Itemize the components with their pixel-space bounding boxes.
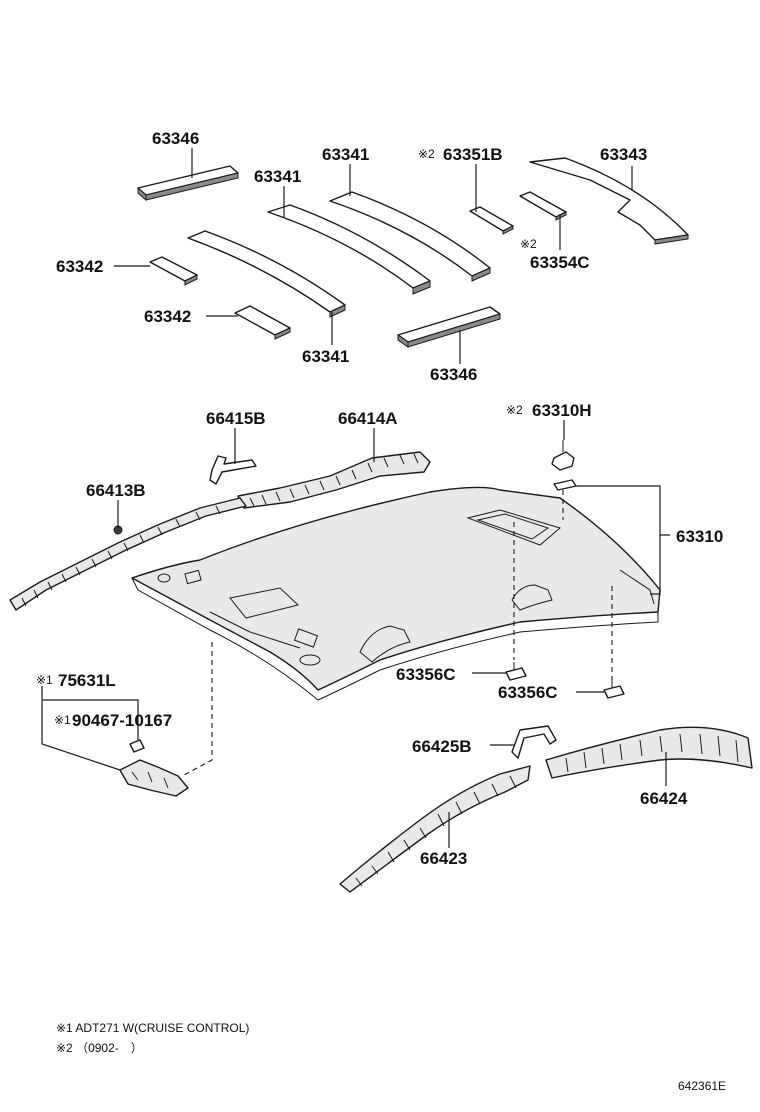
roof-pad-leaders: [114, 148, 633, 364]
pad-63354c: [519, 191, 567, 221]
pad-63346-top: [137, 165, 239, 202]
pad-63341-center: [267, 204, 431, 295]
mark-63310h: ※2: [506, 403, 523, 417]
headliner-63310: [131, 486, 661, 691]
label-63351b: 63351B: [443, 145, 503, 164]
mark-63354c: ※2: [520, 237, 537, 251]
pad-63343: [529, 157, 689, 245]
absorber-66413b: [9, 497, 247, 611]
label-63341-c: 63341: [302, 347, 349, 366]
absorber-66425b: [490, 725, 557, 759]
leader-63310: [562, 485, 670, 595]
label-75631l: 75631L: [58, 671, 116, 690]
headlining-assembly: [131, 486, 661, 701]
mark-90467: ※1: [54, 713, 71, 727]
label-63346-top: 63346: [152, 129, 199, 148]
mark-63351b: ※2: [418, 147, 435, 161]
label-63343: 63343: [600, 145, 647, 164]
pad-63346-bottom: [397, 306, 501, 348]
label-63356c-b: 63356C: [498, 683, 558, 702]
label-63310h: 63310H: [532, 401, 592, 420]
label-66415b: 66415B: [206, 409, 266, 428]
label-66423: 66423: [420, 849, 467, 868]
pad-63341-left: [187, 230, 346, 318]
label-90467: 90467-10167: [72, 711, 172, 730]
absorber-66414a: [237, 451, 431, 509]
label-63356c-a: 63356C: [396, 665, 456, 684]
pad-63341-right: [329, 191, 491, 282]
absorber-66423: [339, 765, 531, 893]
label-63341-a: 63341: [322, 145, 369, 164]
clips-63356c: [472, 522, 625, 699]
label-66414a: 66414A: [338, 409, 398, 428]
bracket-75631l: [41, 642, 213, 797]
part-labels: 63346 63341 63341 ※2 63351B 63343 63342 …: [36, 129, 723, 868]
footnote-2: ※2 （0902- ）: [56, 1041, 143, 1055]
clip-63310h: [551, 440, 577, 491]
label-63310: 63310: [676, 527, 723, 546]
label-63342-a: 63342: [56, 257, 103, 276]
label-63342-b: 63342: [144, 307, 191, 326]
roof-pad-group: [137, 157, 689, 348]
label-66413b: 66413B: [86, 481, 146, 500]
footnote-1: ※1 ADT271 W(CRUISE CONTROL): [56, 1021, 249, 1035]
figure-id: 642361E: [678, 1079, 726, 1093]
pad-63342-upper: [149, 256, 198, 286]
label-66425b: 66425B: [412, 737, 472, 756]
pad-63342-lower: [234, 305, 291, 340]
mark-75631l: ※1: [36, 673, 53, 687]
middle-leaders: [117, 420, 565, 528]
label-63354c: 63354C: [530, 253, 590, 272]
absorber-66424: [545, 726, 753, 786]
footnotes: ※1 ADT271 W(CRUISE CONTROL) ※2 （0902- ）: [56, 1021, 249, 1055]
label-63341-b: 63341: [254, 167, 301, 186]
label-63346-bottom: 63346: [430, 365, 477, 384]
pad-63351b: [469, 206, 514, 235]
clip-66415b: [209, 455, 257, 485]
label-66424: 66424: [640, 789, 688, 808]
